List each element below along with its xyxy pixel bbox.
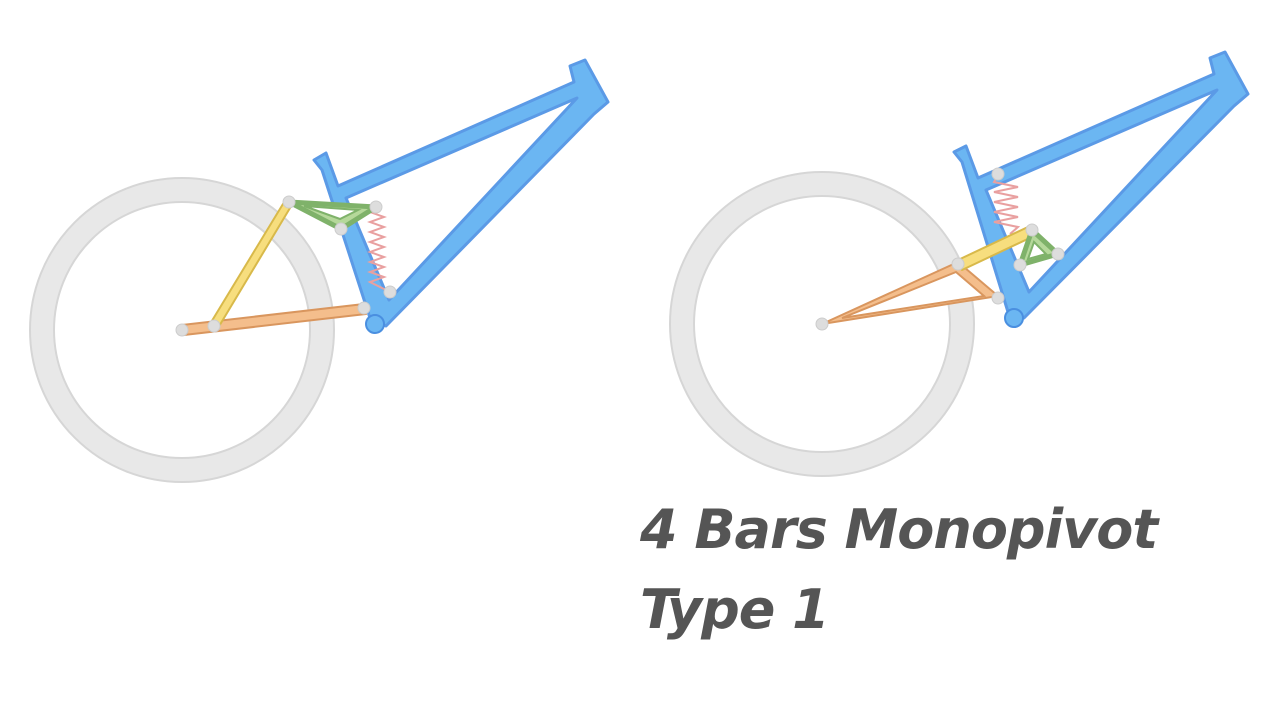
front-triangle-frame [952,50,1250,320]
pivot [991,291,1005,305]
pivot [369,200,383,214]
main-pivot [365,314,385,334]
main-pivot [1004,308,1024,328]
shock-spring [992,174,1021,235]
pivot [815,317,829,331]
caption-line-2: Type 1 [640,578,830,641]
front-triangle-frame [312,58,610,328]
pivot [1051,247,1065,261]
diagram-caption: 4 Bars Monopivot Type 1 [640,490,1260,650]
rear-wheel-fill [671,173,973,475]
shock-spring [367,206,391,293]
caption-line-1: 4 Bars Monopivot [640,498,1158,561]
pivot [383,285,397,299]
pivot [1025,223,1039,237]
pivot [282,195,296,209]
pivot [357,301,371,315]
rear-wheel-fill [31,179,333,481]
diagram-extended [29,58,610,483]
diagram-compressed [669,50,1250,477]
pivot [1013,258,1027,272]
pivot [207,319,221,333]
pivot [175,323,189,337]
pivot [334,222,348,236]
pivot [951,257,965,271]
pivot [991,167,1005,181]
